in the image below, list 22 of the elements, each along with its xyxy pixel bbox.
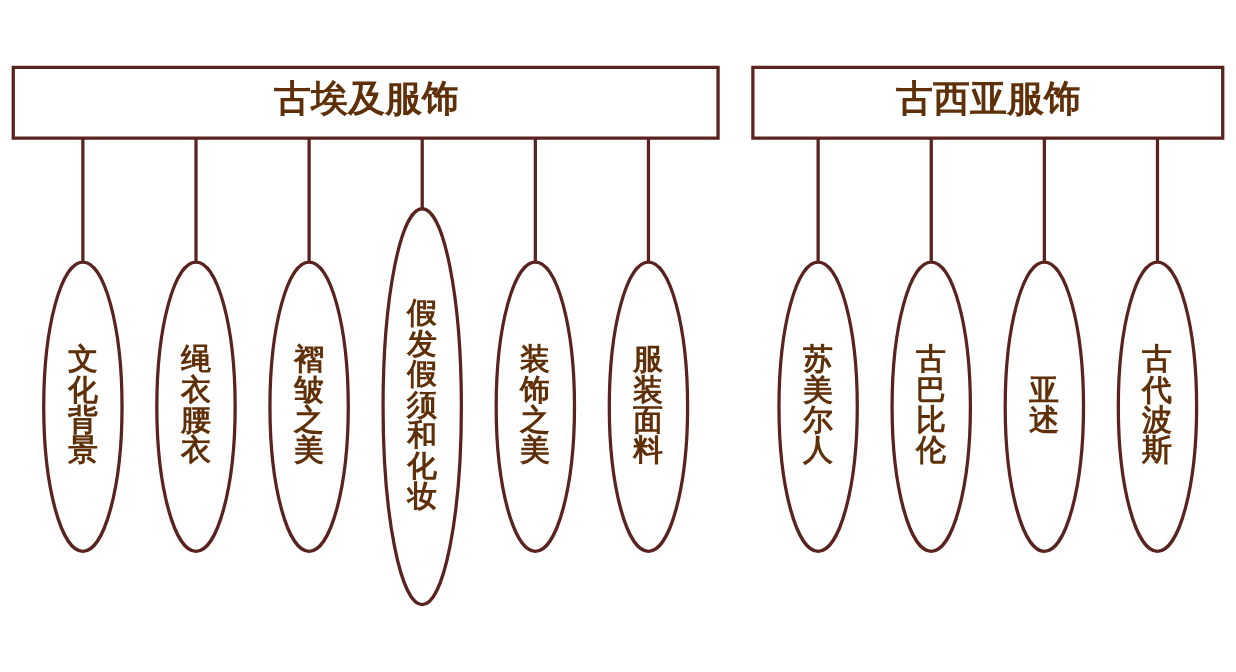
node-ellipse: 褶皱之美 [268, 260, 350, 553]
connector [420, 138, 424, 209]
node-ellipse: 文化背景 [42, 260, 124, 553]
connector [929, 138, 933, 262]
connector [1155, 138, 1160, 262]
node-ellipse: 假发假须和化妆 [381, 207, 463, 607]
connector [81, 138, 85, 262]
connector [646, 138, 651, 262]
node-ellipse: 古代波斯 [1116, 260, 1199, 553]
node-ellipse: 苏美尔人 [777, 260, 859, 553]
connector [1042, 138, 1046, 262]
connector [194, 138, 198, 262]
connector [816, 138, 820, 262]
node-ellipse: 绳衣腰衣 [155, 260, 237, 553]
node-box: 古埃及服饰 [11, 65, 720, 140]
node-ellipse: 装饰之美 [494, 260, 577, 553]
node-ellipse: 亚述 [1003, 260, 1086, 553]
node-box: 古西亚服饰 [751, 65, 1225, 140]
connector [533, 138, 537, 262]
node-ellipse: 服装面料 [607, 260, 690, 553]
node-ellipse: 古巴比伦 [890, 260, 973, 553]
connector [307, 138, 311, 262]
